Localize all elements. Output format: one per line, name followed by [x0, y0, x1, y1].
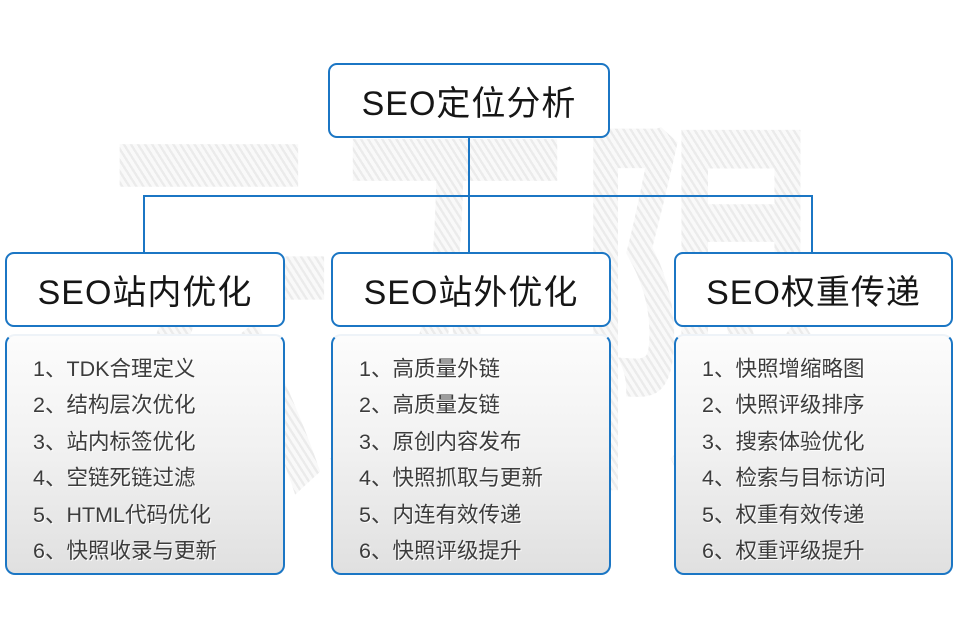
list-item: 4、空链死链过滤	[33, 466, 196, 491]
list-item: 2、结构层次优化	[33, 393, 196, 418]
list-item: 1、高质量外链	[359, 357, 500, 381]
list-item: 6、权重评级提升	[702, 539, 865, 564]
list-item: 5、HTML代码优化	[33, 502, 211, 527]
branch-node-weight-label: SEO权重传递	[706, 274, 921, 312]
list-item: 3、搜索体验优化	[702, 429, 865, 454]
branch-node-onsite-label: SEO站内优化	[37, 274, 253, 312]
list-item: 6、快照收录与更新	[33, 539, 217, 564]
list-item: 1、TDK合理定义	[33, 357, 196, 381]
onsite-item-list: 1、TDK合理定义 2、结构层次优化 3、站内标签优化 4、空链死链过滤 5、H…	[5, 334, 285, 575]
list-item: 3、站内标签优化	[33, 429, 196, 454]
list-item: 4、快照抓取与更新	[359, 466, 543, 491]
list-item: 5、权重有效传递	[702, 502, 865, 527]
weight-item-list: 1、快照增缩略图 2、快照评级排序 3、搜索体验优化 4、检索与目标访问 5、权…	[674, 334, 953, 575]
branch-node-offsite: SEO站外优化	[331, 252, 611, 327]
branch-node-offsite-label: SEO站外优化	[363, 274, 579, 312]
list-item: 2、快照评级排序	[702, 393, 865, 418]
list-item: 3、原创内容发布	[359, 429, 522, 454]
list-item: 6、快照评级提升	[359, 539, 522, 564]
branch-node-onsite: SEO站内优化	[5, 252, 285, 327]
list-item: 2、高质量友链	[359, 393, 500, 418]
offsite-item-list: 1、高质量外链 2、高质量友链 3、原创内容发布 4、快照抓取与更新 5、内连有…	[331, 334, 611, 575]
root-node-label: SEO定位分析	[361, 85, 577, 123]
root-node: SEO定位分析	[328, 63, 610, 138]
list-item: 4、检索与目标访问	[702, 466, 886, 491]
list-item: 5、内连有效传递	[359, 502, 522, 527]
list-item: 1、快照增缩略图	[702, 357, 865, 381]
branch-node-weight: SEO权重传递	[674, 252, 953, 327]
